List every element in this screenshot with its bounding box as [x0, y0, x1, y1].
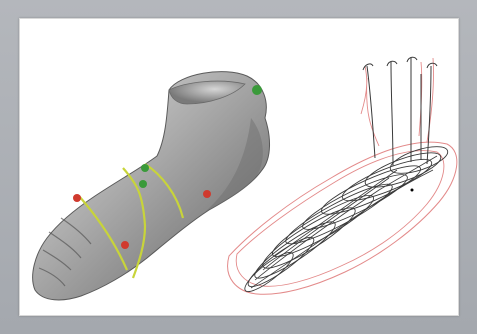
marker-green-midfoot[interactable]: [139, 180, 147, 188]
3d-viewport[interactable]: [19, 18, 459, 316]
wire-leg-caps: [363, 57, 437, 70]
marker-red-toe[interactable]: [121, 241, 129, 249]
marker-red-forefoot[interactable]: [73, 194, 81, 202]
wire-outline-inner: [236, 151, 444, 287]
marker-red-heel[interactable]: [203, 190, 211, 198]
viewport-canvas: [19, 18, 459, 316]
wire-cursor-point[interactable]: [411, 189, 414, 192]
wire-leg-lines: [367, 58, 431, 166]
wire-outline-heel-rise: [361, 66, 379, 146]
marker-green-instep[interactable]: [141, 164, 149, 172]
shaded-foot-model[interactable]: [33, 72, 270, 300]
marker-green-ankle[interactable]: [252, 85, 262, 95]
